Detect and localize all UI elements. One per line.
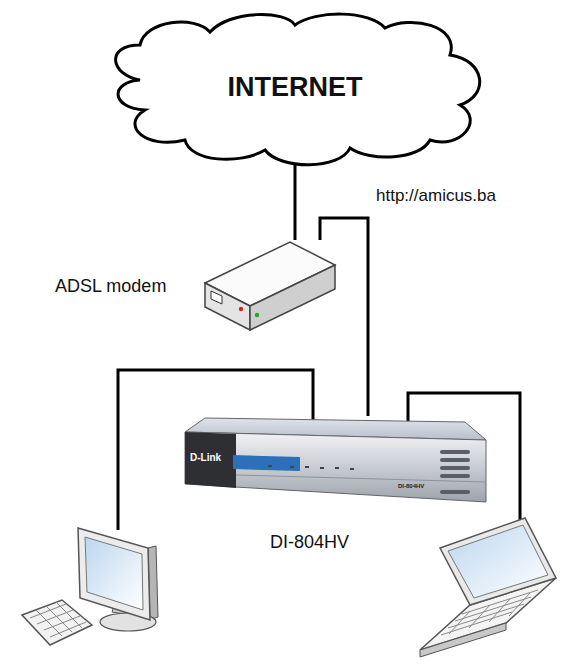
brand-logo: D-Link	[190, 452, 221, 463]
cloud-node: INTERNET	[100, 10, 490, 165]
network-cable	[294, 165, 297, 240]
network-cable	[320, 218, 368, 416]
laptop-computer	[420, 518, 556, 657]
device-label: DI-804HV	[270, 532, 420, 553]
modem-illustration	[205, 242, 335, 330]
url-label: http://amicus.ba	[376, 187, 496, 206]
router-node: DI-804HV	[183, 416, 488, 556]
router-illustration	[185, 418, 486, 502]
cloud-title: INTERNET	[100, 72, 490, 103]
device-label: ADSL modem	[55, 276, 205, 297]
modem-node: ADSL modem	[50, 240, 340, 335]
desktop-computer	[22, 528, 158, 645]
model-marking: DI-804HV	[398, 483, 424, 490]
